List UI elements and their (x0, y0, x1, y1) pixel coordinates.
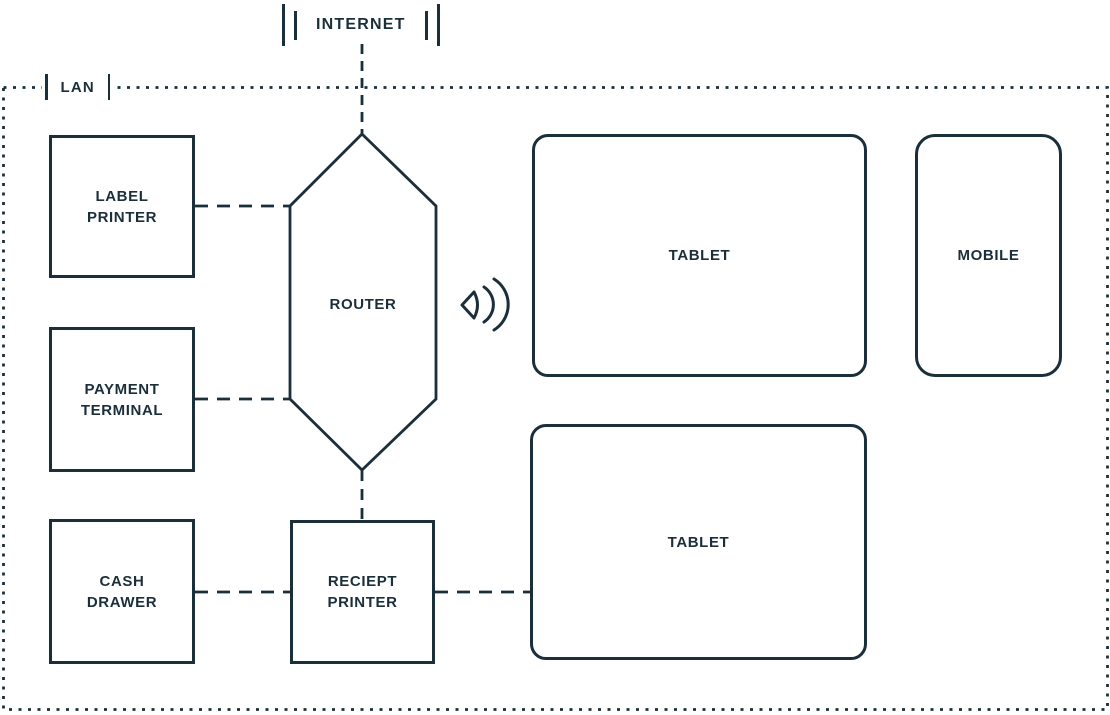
lan-boundary (2, 86, 1109, 711)
tablet-2-label: TABLET (667, 533, 730, 551)
router-label: ROUTER (329, 296, 397, 313)
internet-tag: INTERNET (282, 2, 440, 48)
reciept-printer-label: RECIEPT PRINTER (327, 573, 398, 611)
lan-bar-left (45, 74, 48, 100)
lan-bar-right (107, 74, 111, 100)
internet-bar-inner-left (294, 10, 297, 40)
internet-bar-outer-left (282, 4, 285, 46)
node-cash-drawer: CASH DRAWER (49, 519, 195, 664)
mobile-label: MOBILE (957, 247, 1020, 264)
payment-terminal-label: PAYMENT TERMINAL (80, 380, 164, 419)
node-mobile: MOBILE (915, 134, 1062, 377)
node-tablet-2: TABLET (530, 424, 867, 660)
node-payment-terminal: PAYMENT TERMINAL (49, 327, 195, 472)
wifi-signal-icon (460, 277, 510, 332)
node-label-printer: LABEL PRINTER (49, 135, 195, 278)
internet-bar-outer-right (436, 4, 440, 46)
cash-drawer-label: CASH DRAWER (86, 572, 158, 611)
node-tablet-1: TABLET (532, 134, 867, 377)
node-router: ROUTER (291, 294, 435, 315)
tablet-1-label: TABLET (668, 247, 731, 264)
internet-bar-inner-right (424, 10, 428, 40)
label-printer-label: LABEL PRINTER (86, 187, 158, 226)
node-reciept-printer: RECIEPT PRINTER (290, 520, 435, 664)
internet-label: INTERNET (316, 16, 406, 33)
lan-label: LAN (60, 78, 95, 96)
lan-tag: LAN (42, 73, 114, 101)
